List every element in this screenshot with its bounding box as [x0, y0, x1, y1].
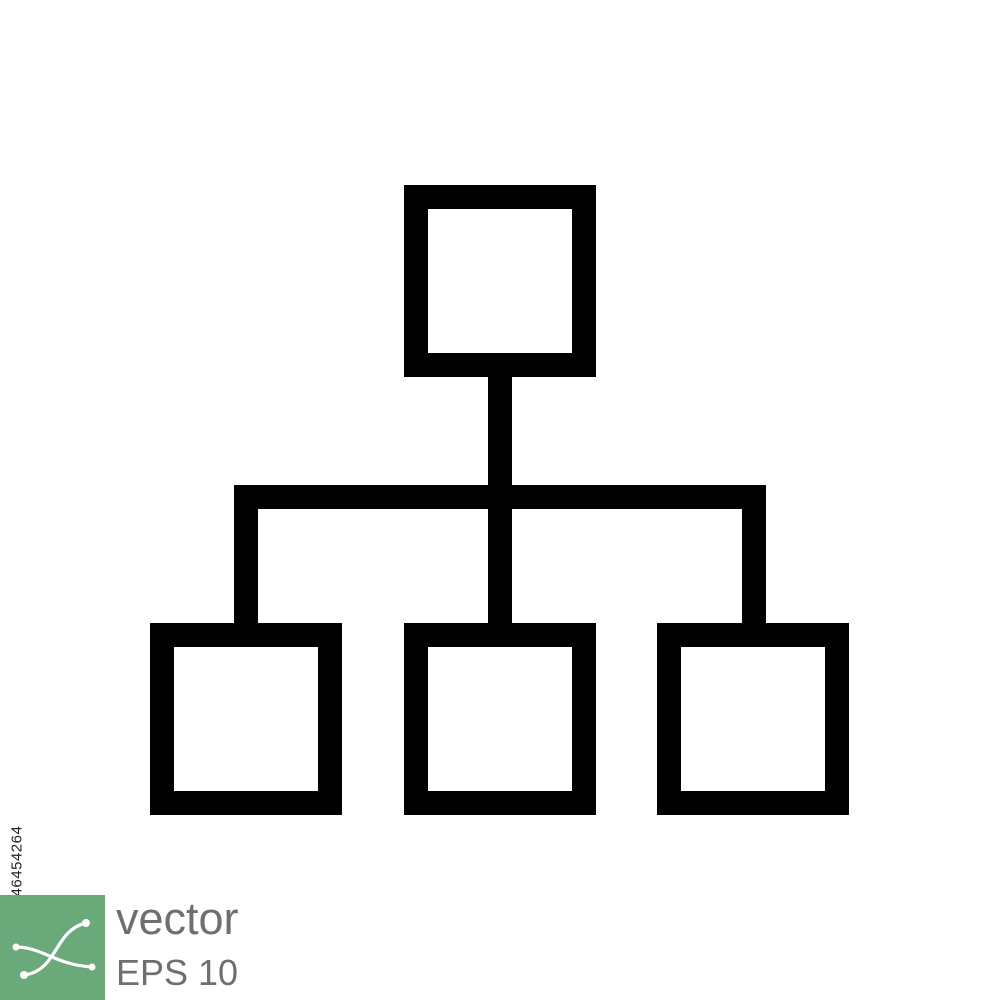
curve-upper — [22, 921, 88, 977]
stock-id-text: 546454264 — [8, 825, 26, 905]
right-node-box — [657, 623, 849, 815]
anchor-point-left — [20, 971, 28, 979]
left-node-box — [150, 623, 342, 815]
anchor-point-right — [82, 919, 90, 927]
vector-label: vector — [116, 893, 239, 944]
badge-text: vector EPS 10 — [116, 895, 239, 995]
eps-label: EPS 10 — [116, 952, 239, 993]
handle-point-right — [88, 963, 96, 971]
curve-lower — [14, 945, 94, 969]
vector-curve-icon — [0, 895, 105, 1000]
handle-point-left — [12, 943, 20, 951]
top-node-box — [404, 185, 596, 377]
center-node-box — [404, 623, 596, 815]
